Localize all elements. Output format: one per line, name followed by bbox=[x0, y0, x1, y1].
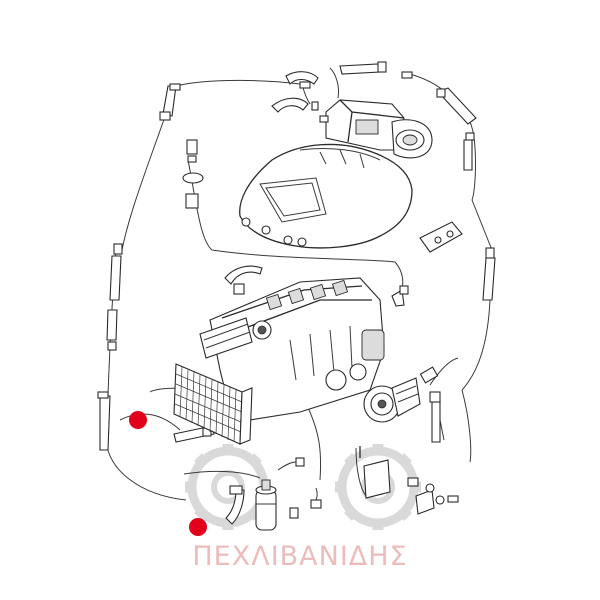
ac-compressor bbox=[363, 377, 421, 423]
hose-segments bbox=[99, 63, 496, 525]
mounting-bracket bbox=[419, 221, 463, 253]
pressure-switch-assembly bbox=[355, 446, 435, 515]
callout-marker-1 bbox=[129, 411, 147, 429]
watermark-brand-text: ΠΕΧΛΙΒΑΝΙΔΗΣ bbox=[192, 541, 408, 572]
callout-markers bbox=[129, 411, 207, 536]
heater-expansion-unit bbox=[319, 99, 433, 159]
pipe-fittings bbox=[97, 61, 495, 519]
receiver-dryer bbox=[255, 479, 277, 531]
callout-marker-2 bbox=[189, 518, 207, 536]
condenser bbox=[173, 363, 253, 445]
cab-outline bbox=[239, 143, 413, 249]
engine-cylinder-head bbox=[265, 279, 349, 311]
